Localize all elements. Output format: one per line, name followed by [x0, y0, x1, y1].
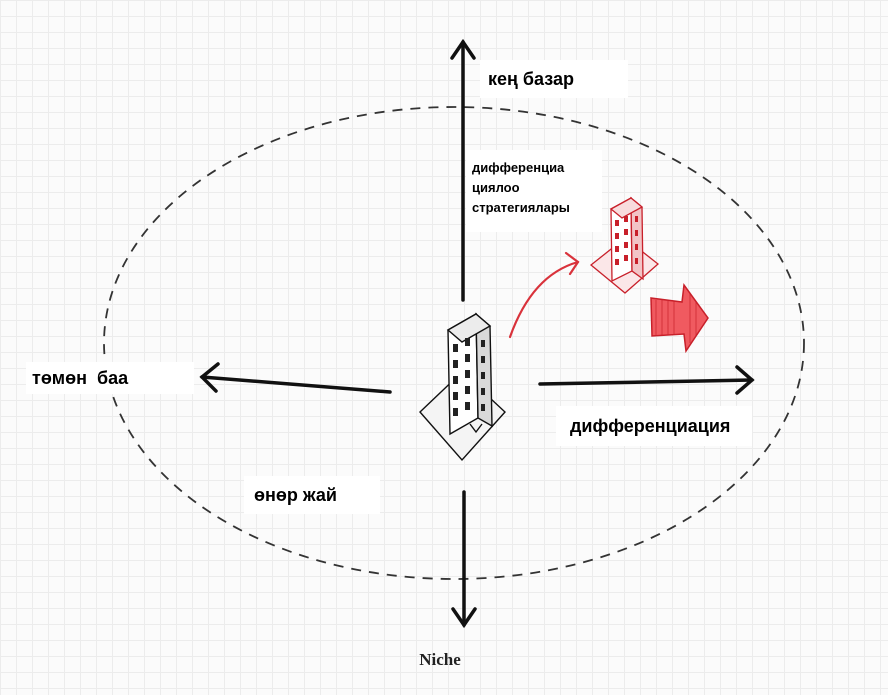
red-curved-arrow	[508, 251, 580, 339]
label-differentiation: дифференциация	[556, 406, 752, 446]
label-industry: өнөр жай	[244, 476, 380, 514]
axis-left-arrowhead	[199, 362, 220, 393]
red-arrow-icon	[650, 283, 709, 354]
label-differentiation-strategies: дифференциа циялоо стратегиялары	[466, 150, 602, 232]
axis-right-arrowhead	[735, 365, 755, 395]
axis-down-arrowhead	[451, 607, 477, 629]
axis-left-arrow	[200, 375, 392, 394]
red-building-icon	[589, 196, 660, 294]
market-boundary-ellipse	[103, 106, 805, 580]
axes	[199, 38, 755, 629]
building-icon	[419, 312, 506, 462]
axis-up-arrowhead	[450, 38, 476, 60]
axis-right-arrow	[538, 378, 754, 386]
label-niche: Niche	[419, 650, 461, 669]
label-low-price: төмөн баа	[26, 362, 194, 394]
label-wide-market: кең базар	[480, 60, 628, 98]
